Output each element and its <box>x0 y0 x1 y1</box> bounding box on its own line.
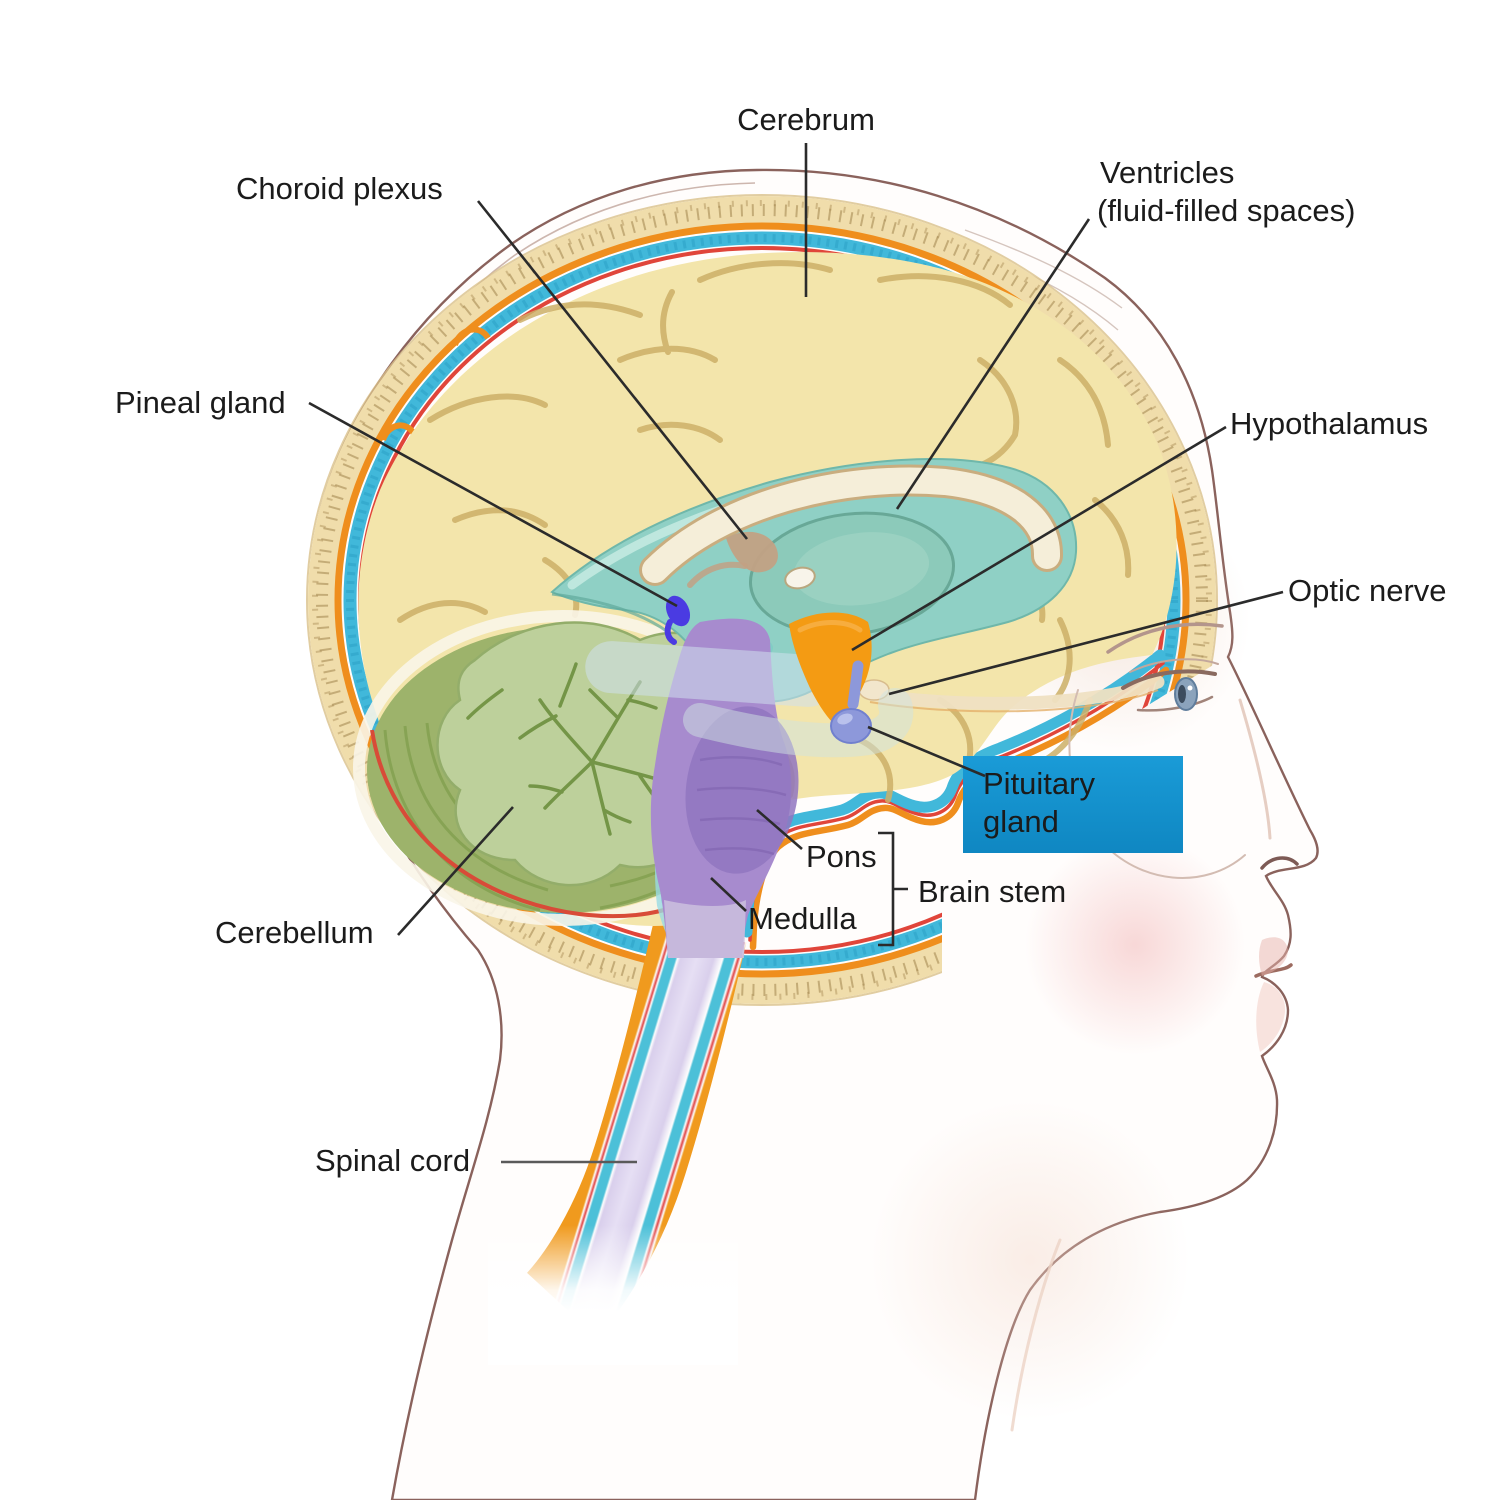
label-text2-ventricles: (fluid-filled spaces) <box>1097 193 1355 228</box>
label-text-cerebrum: Cerebrum <box>737 102 875 137</box>
pupil <box>1178 685 1186 703</box>
hypothalamus-highlight <box>797 620 863 633</box>
dura-orange-line <box>334 222 1190 978</box>
leader-line-cerebellum <box>397 806 514 936</box>
optic-nerve-band <box>863 675 1165 710</box>
leader-line-pituitary-gland <box>867 725 986 778</box>
eyebrow-ridge <box>1106 622 1224 654</box>
label-brain-stem: Brain stem <box>878 831 1066 947</box>
leader-line-optic-nerve <box>888 590 1284 696</box>
highlight-box-pituitary-gland <box>963 756 1183 853</box>
skull-outer-table-line <box>306 194 1218 1006</box>
label-medulla: Medulla <box>710 877 857 936</box>
mouth-line <box>1254 963 1293 978</box>
pineal-tail <box>664 619 677 645</box>
label-text-brain-stem: Brain stem <box>918 874 1066 909</box>
face-details <box>1010 622 1299 1432</box>
label-text-pons: Pons <box>806 839 877 874</box>
arachnoid-granulation-bump <box>452 326 491 347</box>
nose-side-line <box>1238 698 1272 840</box>
label-pons: Pons <box>756 809 877 874</box>
label-text-optic-nerve: Optic nerve <box>1288 573 1447 608</box>
corpus-callosum <box>642 467 1060 583</box>
label-cerebrum: Cerebrum <box>737 102 875 297</box>
leader-line-ventricles <box>895 218 1091 510</box>
skull-bone-speckles-2 <box>312 200 1212 1000</box>
label-text-cerebellum: Cerebellum <box>215 915 374 950</box>
label-choroid-plexus: Choroid plexus <box>236 171 749 540</box>
spinal-cord-fade <box>488 1225 738 1365</box>
label-pineal-gland: Pineal gland <box>115 385 678 608</box>
cheek-blush <box>1025 835 1245 1055</box>
optic-nerve-edge <box>869 689 1159 713</box>
peduncle-tube <box>585 641 835 707</box>
optic-nerve-region <box>858 675 1165 713</box>
label-text-hypothalamus: Hypothalamus <box>1230 406 1428 441</box>
csf-texture <box>346 234 1178 966</box>
pituitary-stalk <box>847 660 864 710</box>
lower-eyelid <box>1136 695 1214 712</box>
leader-line-pineal-gland <box>308 401 678 608</box>
upper-eyelid <box>1121 669 1217 690</box>
fornix <box>726 531 778 573</box>
nostril <box>1260 856 1299 870</box>
pituitary-highlight <box>837 713 853 725</box>
label-ventricles: Ventricles(fluid-filled spaces) <box>895 155 1355 510</box>
arachnoid-granulation-bump-2 <box>380 422 417 442</box>
neck-shading <box>870 1100 1190 1420</box>
label-text2-pituitary-gland: gland <box>983 804 1059 839</box>
spinal-cord-region <box>488 921 747 1365</box>
skull-bone-speckles <box>316 204 1208 996</box>
interthalamic-adhesion <box>784 566 816 590</box>
jaw-shading-line <box>1010 1238 1062 1432</box>
eyelid-crease <box>1129 658 1219 673</box>
label-text-medulla: Medulla <box>748 901 857 936</box>
fornix-squiggle <box>687 561 748 588</box>
label-optic-nerve: Optic nerve <box>888 573 1447 696</box>
label-text-pineal-gland: Pineal gland <box>115 385 286 420</box>
eye-glint <box>1187 685 1193 691</box>
leader-line-pons <box>756 809 803 850</box>
leader-line-choroid-plexus <box>476 200 749 540</box>
upper-lip-tint <box>1259 937 1288 976</box>
thalamus-highlight <box>793 532 930 606</box>
label-text-spinal-cord: Spinal cord <box>315 1143 470 1178</box>
pons-texture-lines <box>696 756 787 856</box>
lower-lip-tint <box>1256 982 1286 1052</box>
label-text-ventricles: Ventricles <box>1100 155 1234 190</box>
skull-layers <box>306 194 1218 1006</box>
ventricle-beak-edge <box>551 592 669 634</box>
label-text-choroid-plexus: Choroid plexus <box>236 171 443 206</box>
pituitary-gland-region <box>830 660 872 744</box>
medulla-light <box>664 900 746 958</box>
leader-line-hypothalamus <box>851 425 1227 652</box>
label-text-pituitary-gland: Pituitary <box>983 766 1095 801</box>
pituitary-bulb <box>830 708 872 744</box>
ventricle-region <box>550 458 1078 703</box>
label-cerebellum: Cerebellum <box>215 806 514 950</box>
label-spinal-cord: Spinal cord <box>315 1143 637 1178</box>
leader-line-medulla <box>710 877 747 912</box>
bracket-brain-stem <box>878 831 908 947</box>
label-hypothalamus: Hypothalamus <box>851 406 1428 652</box>
